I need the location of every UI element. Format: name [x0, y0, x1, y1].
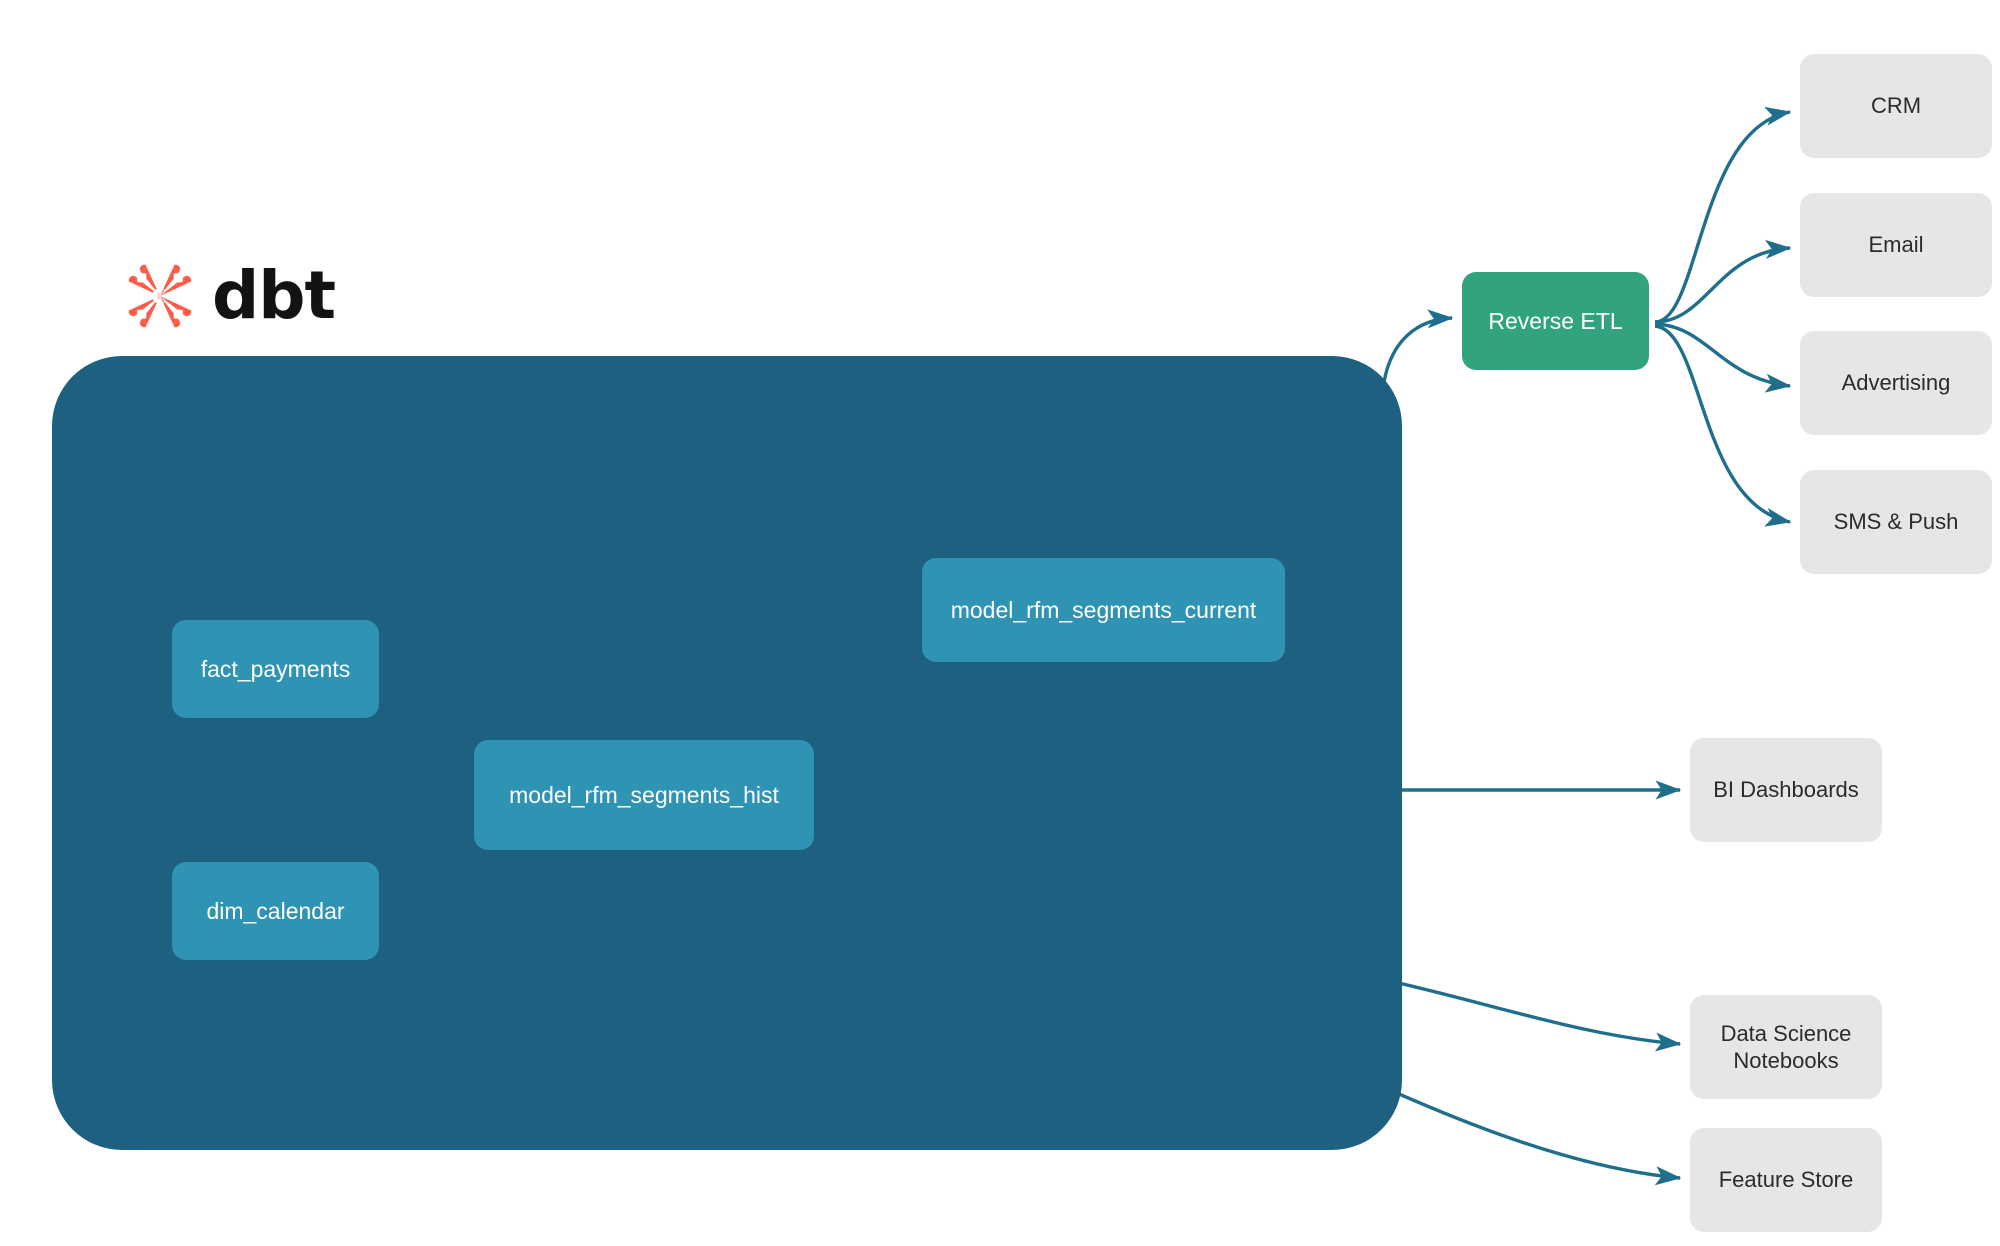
destination-label: Feature Store — [1718, 1167, 1854, 1193]
destination-label: BI Dashboards — [1713, 777, 1859, 803]
destination-node-advertising[interactable]: Advertising — [1800, 331, 1992, 435]
destination-node-ds-notebooks[interactable]: Data Science Notebooks — [1690, 995, 1882, 1099]
destination-node-feature-store[interactable]: Feature Store — [1690, 1128, 1882, 1232]
reverse-etl-node[interactable]: Reverse ETL — [1462, 272, 1649, 370]
reverse-etl-label: Reverse ETL — [1488, 307, 1623, 334]
edge-reverse-etl-to-crm — [1654, 106, 1792, 324]
dbt-logo-icon — [128, 264, 192, 328]
edge-reverse-etl-to-email — [1654, 239, 1792, 324]
model-node-rfm-segments-hist[interactable]: model_rfm_segments_hist — [474, 740, 814, 850]
destination-node-crm[interactable]: CRM — [1800, 54, 1992, 158]
edge-reverse-etl-to-advertising — [1654, 322, 1792, 393]
destination-node-bi-dashboards[interactable]: BI Dashboards — [1690, 738, 1882, 842]
dbt-wordmark: dbt — [212, 257, 336, 334]
model-node-fact-payments[interactable]: fact_payments — [172, 620, 379, 718]
edge-reverse-etl-to-sms-push — [1654, 324, 1792, 527]
model-node-label: dim_calendar — [206, 897, 345, 924]
destination-label: CRM — [1870, 93, 1922, 119]
model-node-dim-calendar[interactable]: dim_calendar — [172, 862, 379, 960]
destination-label: Advertising — [1841, 370, 1951, 396]
destination-label-wrapper: Data Science Notebooks — [1721, 1020, 1852, 1075]
destination-label: SMS & Push — [1833, 509, 1959, 535]
edge-project-to-ds-notebooks — [1375, 976, 1682, 1052]
destination-node-email[interactable]: Email — [1800, 193, 1992, 297]
destination-node-sms-push[interactable]: SMS & Push — [1800, 470, 1992, 574]
destination-label-line1: Data Science — [1720, 1020, 1852, 1046]
model-node-label: model_rfm_segments_hist — [509, 781, 779, 808]
destination-label-line2: Notebooks — [1733, 1048, 1839, 1073]
destination-label: Email — [1868, 232, 1924, 258]
model-node-label: model_rfm_segments_current — [950, 596, 1257, 623]
model-node-rfm-segments-current[interactable]: model_rfm_segments_current — [922, 558, 1285, 662]
model-node-label: fact_payments — [200, 655, 351, 682]
dbt-brand-logo: dbt — [122, 257, 336, 334]
